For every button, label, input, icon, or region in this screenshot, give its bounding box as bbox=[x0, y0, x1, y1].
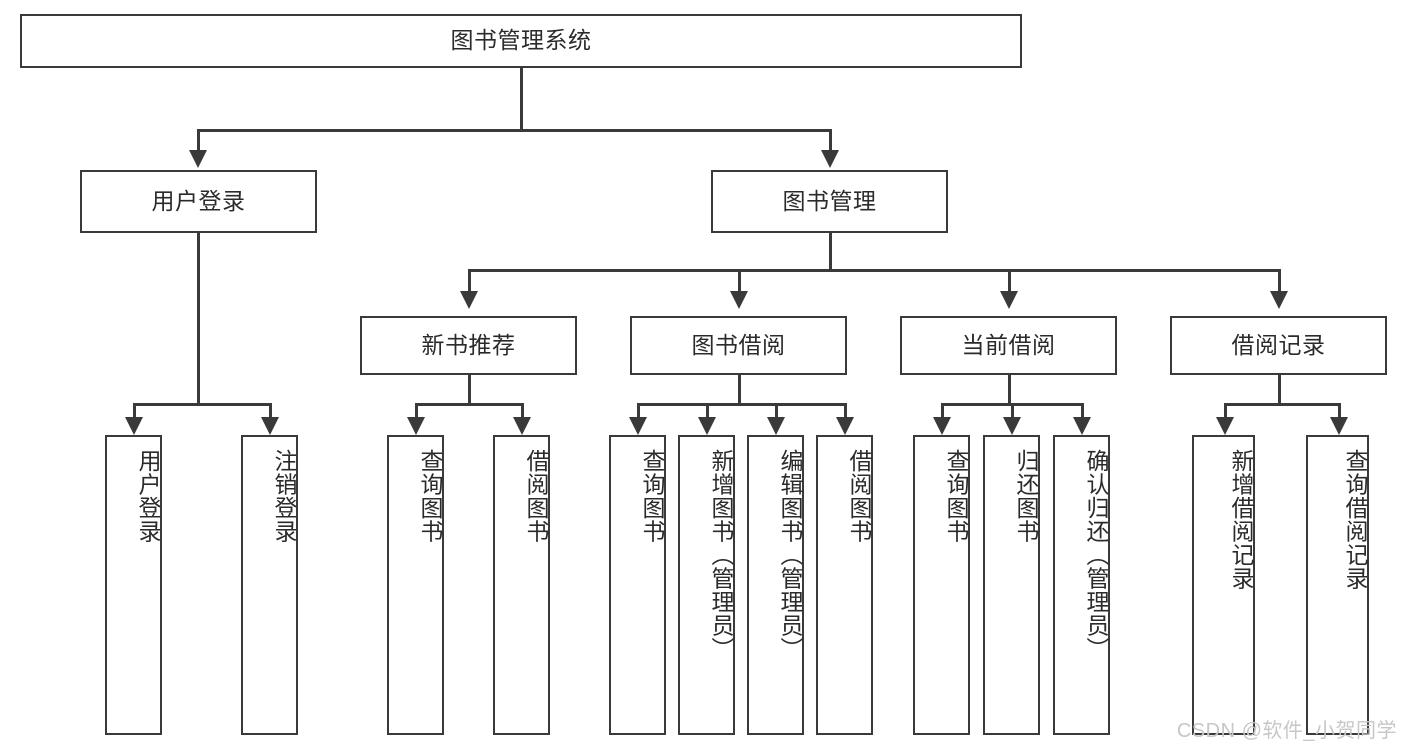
connector-br-stem bbox=[1278, 375, 1281, 405]
arrow-to-book-management bbox=[821, 150, 839, 168]
arrow-to-leaf-bb-1 bbox=[698, 417, 716, 435]
node-label: 新增借阅记录 bbox=[1228, 449, 1254, 590]
node-leaf-br-add-record[interactable]: 新增借阅记录 bbox=[1192, 435, 1255, 735]
node-label: 借阅记录 bbox=[1231, 331, 1326, 358]
connector-bm-drop-1 bbox=[738, 269, 741, 295]
node-leaf-cb-return-book[interactable]: 归还图书 bbox=[983, 435, 1040, 735]
arrow-to-current-borrow bbox=[1000, 291, 1018, 309]
connector-nbr-drop-1 bbox=[521, 403, 524, 421]
node-label: 用户登录 bbox=[135, 449, 161, 543]
node-root-book-management-system[interactable]: 图书管理系统 bbox=[20, 14, 1022, 68]
connector-root-drop-book-management bbox=[829, 129, 832, 151]
connector-cb-drop-2 bbox=[1081, 403, 1084, 421]
node-leaf-bb-borrow-book[interactable]: 借阅图书 bbox=[816, 435, 873, 735]
node-label: 查询图书 bbox=[417, 449, 443, 543]
connector-bb-stem bbox=[738, 375, 741, 405]
arrow-to-leaf-cb-2 bbox=[1073, 417, 1091, 435]
arrow-to-leaf-cb-0 bbox=[933, 417, 951, 435]
arrow-to-leaf-br-0 bbox=[1216, 417, 1234, 435]
arrow-to-leaf-br-1 bbox=[1330, 417, 1348, 435]
node-label: 归还图书 bbox=[1013, 449, 1039, 543]
connector-bb-drop-2 bbox=[775, 403, 778, 421]
arrow-to-leaf-cb-1 bbox=[1003, 417, 1021, 435]
node-leaf-user-login[interactable]: 用户登录 bbox=[105, 435, 162, 735]
connector-br-bus bbox=[1224, 403, 1338, 406]
arrow-to-leaf-user-login-1 bbox=[261, 417, 279, 435]
connector-bb-bus bbox=[637, 403, 846, 406]
node-label: 借阅图书 bbox=[846, 449, 872, 543]
node-label: 新书推荐 bbox=[421, 331, 516, 358]
node-leaf-nbr-query-book[interactable]: 查询图书 bbox=[387, 435, 444, 735]
connector-br-drop-0 bbox=[1224, 403, 1227, 421]
arrow-to-leaf-nbr-1 bbox=[513, 417, 531, 435]
connector-cb-drop-0 bbox=[941, 403, 944, 421]
connector-root-drop-user-login bbox=[197, 129, 200, 151]
connector-user-login-drop-1 bbox=[269, 403, 272, 421]
connector-bm-drop-3 bbox=[1278, 269, 1281, 295]
node-current-borrow[interactable]: 当前借阅 bbox=[900, 316, 1117, 375]
arrow-to-leaf-nbr-0 bbox=[407, 417, 425, 435]
connector-bm-drop-2 bbox=[1008, 269, 1011, 295]
node-book-management[interactable]: 图书管理 bbox=[711, 170, 948, 233]
node-leaf-bb-query-book[interactable]: 查询图书 bbox=[609, 435, 666, 735]
arrow-to-leaf-bb-3 bbox=[836, 417, 854, 435]
node-leaf-bb-edit-book-admin[interactable]: 编辑图书（管理员） bbox=[747, 435, 804, 735]
node-label: 图书管理 bbox=[782, 187, 877, 214]
connector-br-drop-1 bbox=[1338, 403, 1341, 421]
node-new-book-recommend[interactable]: 新书推荐 bbox=[360, 316, 577, 375]
node-label: 确认归还（管理员） bbox=[1083, 449, 1109, 661]
node-label: 查询借阅记录 bbox=[1342, 449, 1368, 590]
connector-cb-drop-1 bbox=[1011, 403, 1014, 421]
connector-user-login-drop-0 bbox=[133, 403, 136, 421]
arrow-to-leaf-user-login-0 bbox=[125, 417, 143, 435]
connector-bm-drop-0 bbox=[468, 269, 471, 295]
node-label: 注销登录 bbox=[271, 449, 297, 543]
node-leaf-logout[interactable]: 注销登录 bbox=[241, 435, 298, 735]
connector-cb-stem bbox=[1008, 375, 1011, 405]
node-leaf-cb-confirm-return-admin[interactable]: 确认归还（管理员） bbox=[1053, 435, 1110, 735]
arrow-to-user-login bbox=[189, 150, 207, 168]
connector-nbr-bus bbox=[415, 403, 521, 406]
connector-bb-drop-3 bbox=[844, 403, 847, 421]
node-label: 用户登录 bbox=[151, 187, 246, 214]
node-user-login[interactable]: 用户登录 bbox=[80, 170, 317, 233]
node-label: 新增图书（管理员） bbox=[708, 449, 734, 661]
node-label: 图书管理系统 bbox=[450, 27, 592, 54]
arrow-to-borrow-record bbox=[1270, 291, 1288, 309]
arrow-to-leaf-bb-2 bbox=[767, 417, 785, 435]
csdn-watermark: CSDN @软件_小贺同学 bbox=[1176, 720, 1397, 742]
connector-root-stem bbox=[520, 68, 523, 131]
node-book-borrow[interactable]: 图书借阅 bbox=[630, 316, 847, 375]
arrow-to-book-borrow bbox=[730, 291, 748, 309]
node-leaf-nbr-borrow-book[interactable]: 借阅图书 bbox=[493, 435, 550, 735]
arrow-to-leaf-bb-0 bbox=[629, 417, 647, 435]
node-leaf-cb-query-book[interactable]: 查询图书 bbox=[913, 435, 970, 735]
node-leaf-br-query-record[interactable]: 查询借阅记录 bbox=[1306, 435, 1369, 735]
connector-user-login-stem bbox=[197, 233, 200, 405]
node-label: 查询图书 bbox=[639, 449, 665, 543]
connector-nbr-drop-0 bbox=[415, 403, 418, 421]
connector-bb-drop-0 bbox=[637, 403, 640, 421]
node-label: 图书借阅 bbox=[691, 331, 786, 358]
connector-bb-drop-1 bbox=[706, 403, 709, 421]
node-leaf-bb-add-book-admin[interactable]: 新增图书（管理员） bbox=[678, 435, 735, 735]
arrow-to-new-book-recommend bbox=[460, 291, 478, 309]
connector-book-management-bus bbox=[468, 269, 1280, 272]
node-label: 当前借阅 bbox=[961, 331, 1056, 358]
connector-root-bus bbox=[197, 129, 831, 132]
node-label: 编辑图书（管理员） bbox=[777, 449, 803, 661]
connector-nbr-stem bbox=[468, 375, 471, 405]
node-label: 查询图书 bbox=[943, 449, 969, 543]
node-borrow-record[interactable]: 借阅记录 bbox=[1170, 316, 1387, 375]
connector-book-management-stem bbox=[829, 233, 832, 271]
connector-user-login-bus bbox=[133, 403, 269, 406]
node-label: 借阅图书 bbox=[523, 449, 549, 543]
